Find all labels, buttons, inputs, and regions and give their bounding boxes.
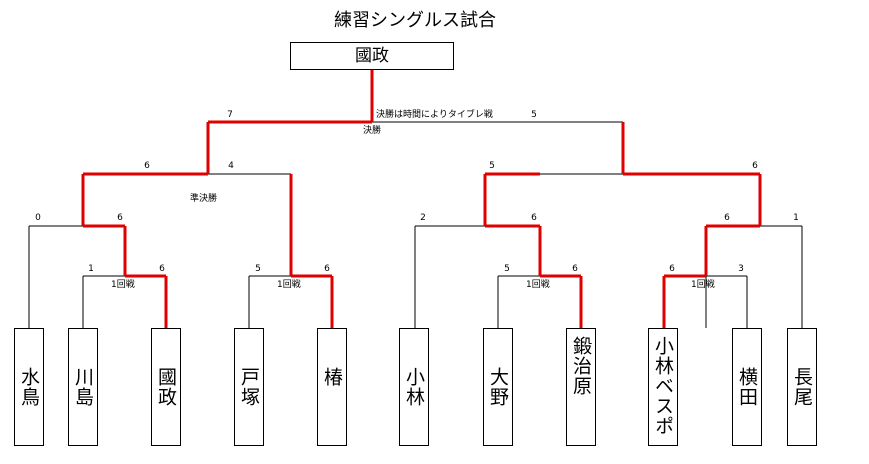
score: 1 xyxy=(793,213,799,223)
player-name: 小林 xyxy=(403,367,425,407)
semifinal-label: 準決勝 xyxy=(190,194,218,204)
player-box: 小林ベスポ xyxy=(648,328,678,446)
score: 7 xyxy=(227,110,233,120)
first-round-label: 1回戦 xyxy=(277,280,301,290)
score: 6 xyxy=(572,264,578,274)
player-box: 小林 xyxy=(399,328,429,446)
score: 6 xyxy=(324,264,330,274)
score: 6 xyxy=(752,161,758,171)
score: 4 xyxy=(228,161,234,171)
player-box: 横田 xyxy=(732,328,762,446)
player-name: 水鳥 xyxy=(18,367,40,407)
score: 6 xyxy=(144,161,150,171)
page-title: 練習シングルス試合 xyxy=(334,10,496,31)
score: 6 xyxy=(159,264,165,274)
player-box: 國政 xyxy=(151,328,181,446)
player-name: 鍛治原 xyxy=(570,336,592,396)
score: 6 xyxy=(531,213,537,223)
score: 0 xyxy=(35,213,41,223)
score: 2 xyxy=(420,213,426,223)
player-box: 川島 xyxy=(68,328,98,446)
score: 6 xyxy=(669,264,675,274)
first-round-label: 1回戦 xyxy=(111,280,135,290)
player-name: 横田 xyxy=(736,367,758,407)
score: 5 xyxy=(531,110,537,120)
first-round-label: 1回戦 xyxy=(691,280,715,290)
player-name: 川島 xyxy=(72,367,94,407)
score: 5 xyxy=(504,264,510,274)
player-name: 長尾 xyxy=(791,367,813,407)
score: 5 xyxy=(489,161,495,171)
player-name: 大野 xyxy=(487,367,509,407)
first-round-label: 1回戦 xyxy=(526,280,550,290)
score: 5 xyxy=(255,264,261,274)
player-box: 椿 xyxy=(317,328,347,446)
champion-box: 國政 xyxy=(290,42,454,70)
final-label: 決勝 xyxy=(363,126,382,136)
player-box: 鍛治原 xyxy=(566,328,596,446)
player-box: 長尾 xyxy=(787,328,817,446)
player-name: 椿 xyxy=(321,367,343,387)
player-box: 大野 xyxy=(483,328,513,446)
score: 3 xyxy=(738,264,744,274)
player-name: 國政 xyxy=(155,367,177,407)
score: 6 xyxy=(117,213,123,223)
player-name: 小林ベスポ xyxy=(652,336,674,436)
final-note-label: 決勝は時間によりタイブレ戦 xyxy=(376,110,493,120)
player-box: 水鳥 xyxy=(14,328,44,446)
player-box: 戸塚 xyxy=(234,328,264,446)
score: 1 xyxy=(88,264,94,274)
score: 6 xyxy=(724,213,730,223)
player-name: 戸塚 xyxy=(238,367,260,407)
